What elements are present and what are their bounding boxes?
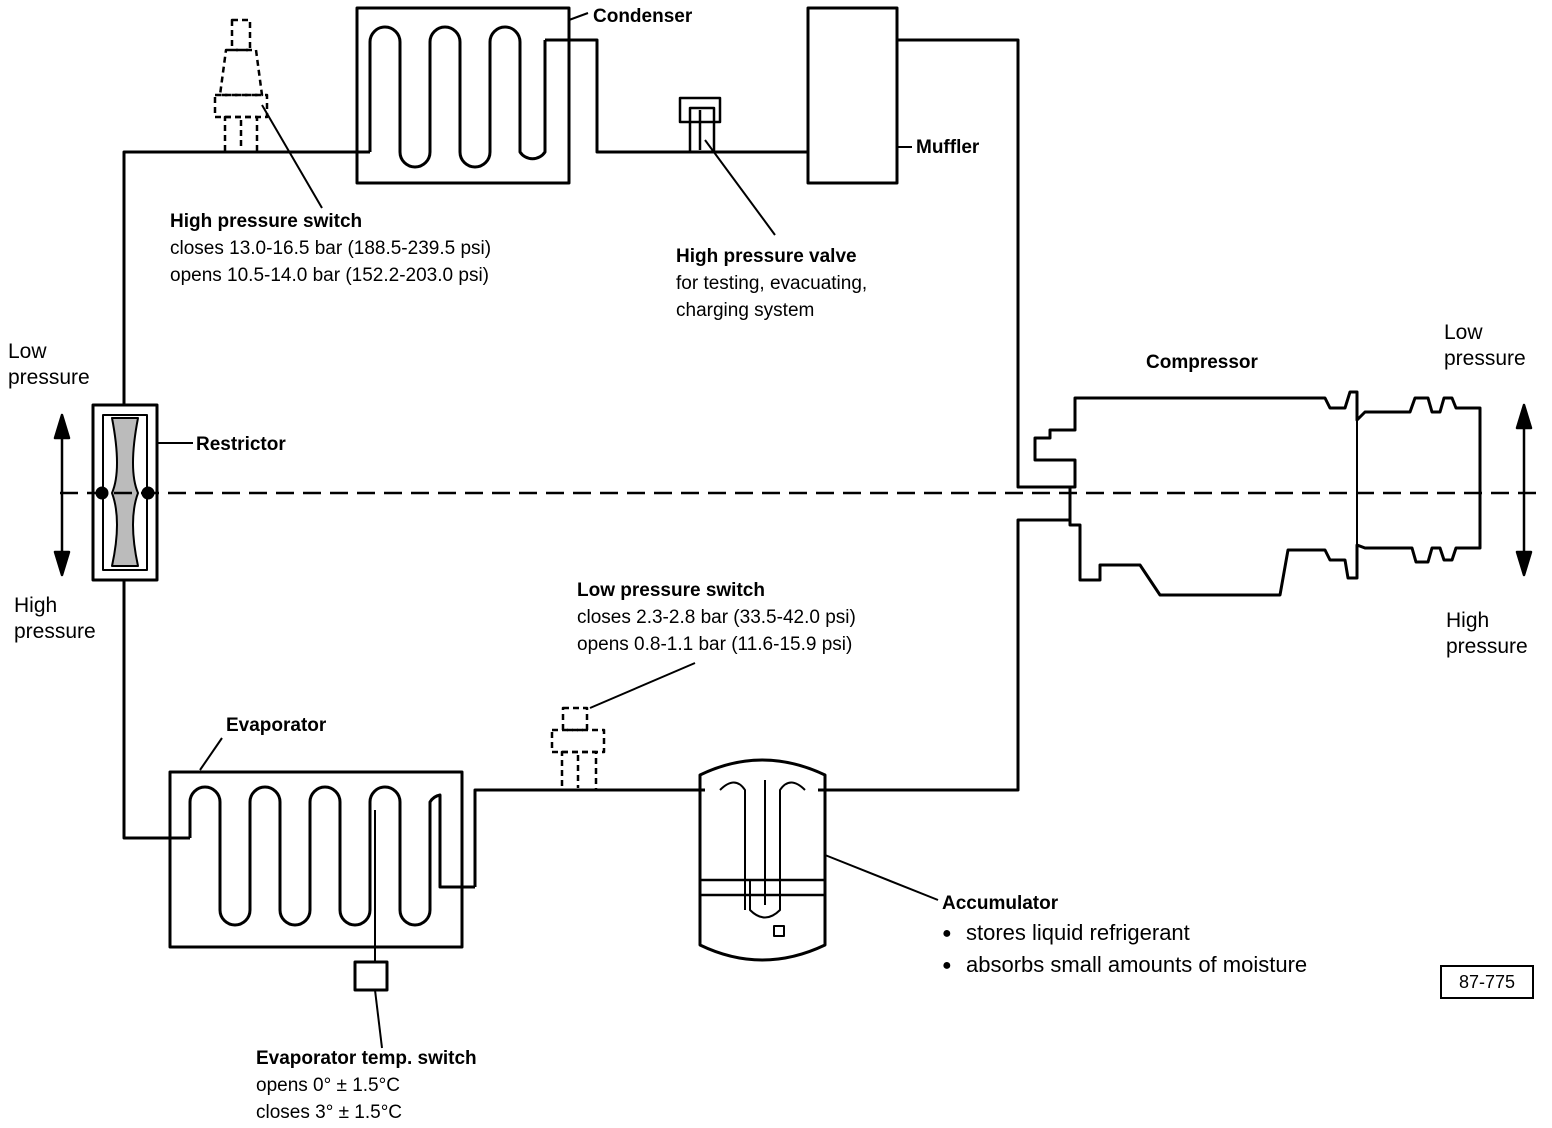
high-pressure-valve-title: High pressure valve: [676, 246, 857, 267]
evaporator: [168, 770, 475, 962]
muffler: [806, 6, 899, 185]
left-low-pressure-label: Low pressure: [8, 339, 90, 391]
high-pressure-valve-line2: charging system: [676, 300, 815, 321]
right-high-line2: pressure: [1446, 635, 1528, 658]
right-high-pressure-label: High pressure: [1446, 608, 1528, 660]
right-pressure-arrow: [1515, 403, 1533, 577]
high-pressure-switch-opens: opens 10.5-14.0 bar (152.2-203.0 psi): [170, 265, 489, 286]
compressor-title: Compressor: [1146, 352, 1258, 373]
evaporator-temp-switch-title: Evaporator temp. switch: [256, 1048, 477, 1069]
left-high-line1: High: [14, 594, 58, 617]
condenser-title: Condenser: [593, 6, 693, 27]
left-pressure-arrow: [53, 413, 71, 577]
low-pressure-switch-closes: closes 2.3-2.8 bar (33.5-42.0 psi): [577, 607, 856, 628]
low-pressure-switch-label: Low pressure switch closes 2.3-2.8 bar (…: [577, 577, 856, 658]
evaporator-label: Evaporator: [226, 712, 326, 739]
compressor: [1033, 390, 1482, 597]
condenser: [355, 6, 571, 185]
low-pressure-switch-title: Low pressure switch: [577, 580, 765, 601]
condenser-label: Condenser: [593, 3, 692, 30]
high-pressure-switch-closes: closes 13.0-16.5 bar (188.5-239.5 psi): [170, 238, 492, 259]
left-high-line2: pressure: [14, 620, 96, 643]
low-pressure-switch-opens: opens 0.8-1.1 bar (11.6-15.9 psi): [577, 634, 853, 655]
accumulator-bullet-1: stores liquid refrigerant: [942, 917, 1307, 949]
evaporator-leader: [199, 737, 223, 771]
condenser-leader: [568, 12, 589, 21]
low-pressure-switch-leader: [589, 662, 696, 709]
muffler-title: Muffler: [916, 137, 980, 158]
figure-id: 87-775: [1440, 965, 1534, 999]
muffler-label: Muffler: [916, 134, 979, 161]
accumulator-bullet-2: absorbs small amounts of moisture: [942, 949, 1307, 981]
restrictor-title: Restrictor: [196, 434, 286, 455]
evaporator-temp-switch-leader: [374, 989, 383, 1049]
high-pressure-switch-label: High pressure switch closes 13.0-16.5 ba…: [170, 208, 491, 289]
restrictor-label: Restrictor: [196, 431, 286, 458]
accumulator-title: Accumulator: [942, 893, 1059, 914]
left-low-line2: pressure: [8, 366, 90, 389]
refrigerant-piping: [122, 38, 1070, 887]
high-pressure-valve-line1: for testing, evacuating,: [676, 273, 868, 294]
low-pressure-switch: [550, 706, 606, 792]
right-high-line1: High: [1446, 609, 1490, 632]
right-low-line2: pressure: [1444, 347, 1526, 370]
evaporator-temp-switch-opens: opens 0° ± 1.5°C: [256, 1075, 400, 1096]
compressor-label: Compressor: [1146, 349, 1258, 376]
high-pressure-valve: [678, 96, 722, 154]
high-pressure-switch-title: High pressure switch: [170, 211, 363, 232]
high-pressure-switch-leader: [261, 104, 323, 209]
high-pressure-valve-label: High pressure valve for testing, evacuat…: [676, 243, 867, 324]
evaporator-title: Evaporator: [226, 715, 327, 736]
evaporator-temp-switch: [353, 960, 389, 992]
evaporator-temp-switch-label: Evaporator temp. switch opens 0° ± 1.5°C…: [256, 1045, 477, 1126]
evaporator-temp-switch-closes: closes 3° ± 1.5°C: [256, 1102, 403, 1123]
left-low-line1: Low: [8, 340, 47, 363]
high-pressure-valve-leader: [704, 139, 776, 236]
accumulator: [698, 758, 827, 962]
right-low-pressure-label: Low pressure: [1444, 320, 1526, 372]
high-pressure-switch: [213, 18, 269, 154]
right-low-line1: Low: [1444, 321, 1483, 344]
left-high-pressure-label: High pressure: [14, 593, 96, 645]
accumulator-label: Accumulator stores liquid refrigerant ab…: [942, 890, 1307, 981]
accumulator-leader: [824, 854, 939, 901]
